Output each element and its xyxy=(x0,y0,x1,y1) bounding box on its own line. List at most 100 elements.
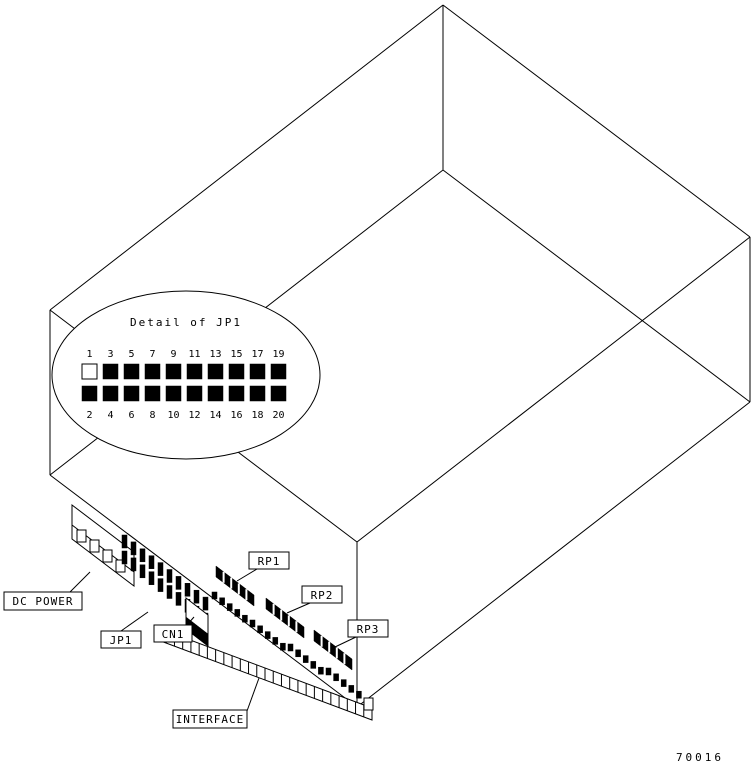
jp1-pin xyxy=(148,555,155,569)
rp3-label-box xyxy=(347,619,389,638)
board-pin xyxy=(356,690,362,699)
jp1-leader xyxy=(120,611,149,632)
pin-square xyxy=(228,363,245,380)
pin-square xyxy=(165,363,182,380)
pin-number: 10 xyxy=(167,410,179,421)
jp1-pin xyxy=(157,578,164,592)
jp1-pin xyxy=(175,592,182,606)
label-rp2: RP2 xyxy=(286,585,343,614)
pin-square xyxy=(249,363,266,380)
detail-title: Detail of JP1 xyxy=(130,316,242,329)
jp1-pin xyxy=(121,550,128,565)
board-pin xyxy=(249,619,256,628)
pin-number: 6 xyxy=(128,410,134,421)
pin-number: 15 xyxy=(230,349,242,360)
pin-square xyxy=(144,385,161,402)
pin-square xyxy=(207,363,224,380)
board-pin xyxy=(226,603,233,611)
dc-power-label-box xyxy=(3,591,83,611)
jp1-pin xyxy=(184,583,191,597)
cn1-leader xyxy=(186,616,195,626)
jp1-pin xyxy=(130,541,137,556)
board-pin xyxy=(234,609,241,617)
interface-label: INTERFACE xyxy=(176,713,245,726)
pin-number: 8 xyxy=(149,410,155,421)
rp3-leader xyxy=(334,636,357,648)
jp1-pin xyxy=(157,562,164,576)
board-pin xyxy=(295,649,301,658)
rp1-label-box xyxy=(248,551,290,570)
jp1-pin xyxy=(139,548,146,563)
label-rp1: RP1 xyxy=(236,551,290,582)
jp1-label-box xyxy=(100,630,142,649)
pin-square xyxy=(186,385,203,402)
rp2-pack xyxy=(265,597,305,639)
pin-square xyxy=(123,385,140,402)
pin-square xyxy=(102,385,119,402)
board-pin xyxy=(242,614,248,623)
pin-square xyxy=(207,385,224,402)
pin-square xyxy=(165,385,182,402)
pin-square xyxy=(270,385,287,402)
pin-number: 13 xyxy=(209,349,221,360)
rp2-label-box xyxy=(301,585,343,604)
jp1-pin xyxy=(130,557,137,572)
pin-number: 7 xyxy=(149,349,155,360)
jp1-pin xyxy=(202,596,209,611)
pin-square xyxy=(102,363,119,380)
cn1-label-box xyxy=(153,624,193,643)
rp1-pack xyxy=(215,565,255,607)
board-pin xyxy=(264,631,271,639)
rp1-body xyxy=(215,565,255,607)
board-pin xyxy=(318,666,324,675)
rp3-label: RP3 xyxy=(357,623,380,636)
jp1-pin xyxy=(166,569,173,583)
rp2-label: RP2 xyxy=(311,589,334,602)
pin-square xyxy=(81,385,98,402)
dc-power-pin xyxy=(76,529,87,543)
board-pin xyxy=(325,667,332,676)
board-pin xyxy=(310,661,317,669)
rp1-leader xyxy=(236,568,258,582)
pin-number: 19 xyxy=(272,349,284,360)
pin-number: 11 xyxy=(188,349,200,360)
label-jp1: JP1 xyxy=(100,611,149,649)
rp2-body xyxy=(265,597,305,639)
label-dc-power: DC POWER xyxy=(3,571,91,611)
board-pin xyxy=(257,625,263,634)
jp1-pin xyxy=(193,589,200,604)
board-pin xyxy=(348,685,355,693)
label-interface: INTERFACE xyxy=(172,677,260,729)
board-pin xyxy=(302,655,309,663)
board-pin xyxy=(287,643,294,652)
cn1-label: CN1 xyxy=(162,628,185,641)
jp1-pin xyxy=(166,585,173,599)
pin-number: 5 xyxy=(128,349,134,360)
pin-number: 2 xyxy=(86,410,92,421)
rp3-pack xyxy=(313,629,353,671)
label-cn1: CN1 xyxy=(153,616,195,643)
pin-square xyxy=(270,363,287,380)
jp1-pin xyxy=(148,571,155,585)
interface-contacts xyxy=(157,628,373,720)
jp1-pin xyxy=(175,576,182,590)
interface-label-box xyxy=(172,709,248,729)
rp3-body xyxy=(313,629,353,671)
pin-number: 17 xyxy=(251,349,263,360)
rp1-label: RP1 xyxy=(258,555,281,568)
pin-number: 16 xyxy=(230,410,242,421)
board-pin-row xyxy=(211,591,362,699)
pin-number: 14 xyxy=(209,410,221,421)
board-pin xyxy=(211,591,218,600)
pin-number: 1 xyxy=(86,349,92,360)
rp2-leader xyxy=(286,602,311,614)
pin-square xyxy=(123,363,140,380)
interface-end-pin xyxy=(363,697,374,711)
pin-number: 20 xyxy=(272,410,284,421)
pin-number: 18 xyxy=(251,410,263,421)
